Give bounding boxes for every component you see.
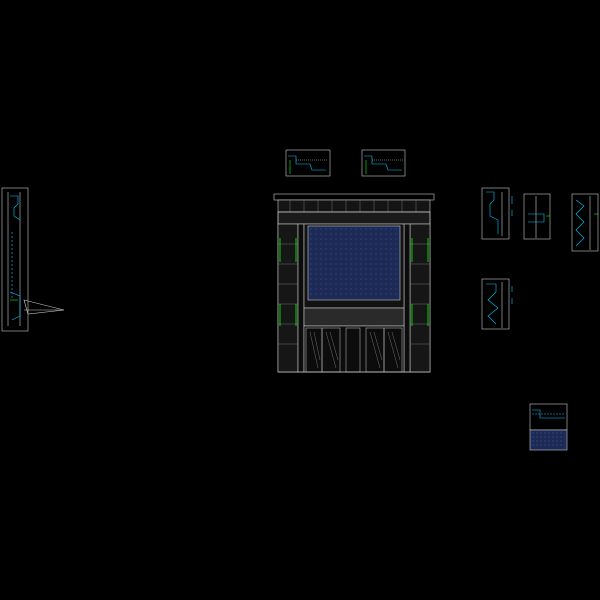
left-side-section[interactable] <box>1 187 65 332</box>
main-facade-elevation[interactable] <box>273 193 435 373</box>
cornice-detail-1[interactable] <box>285 149 331 177</box>
section-detail-d[interactable] <box>481 278 513 330</box>
section-detail-c[interactable] <box>571 193 599 252</box>
glass-panel <box>307 225 401 301</box>
panel-detail[interactable] <box>529 403 568 451</box>
panel-dot-pattern <box>310 228 397 295</box>
panel-detail-dots <box>532 432 562 446</box>
section-detail-b[interactable] <box>523 193 551 240</box>
section-detail-a[interactable] <box>481 187 513 240</box>
cornice-detail-2[interactable] <box>361 149 406 177</box>
